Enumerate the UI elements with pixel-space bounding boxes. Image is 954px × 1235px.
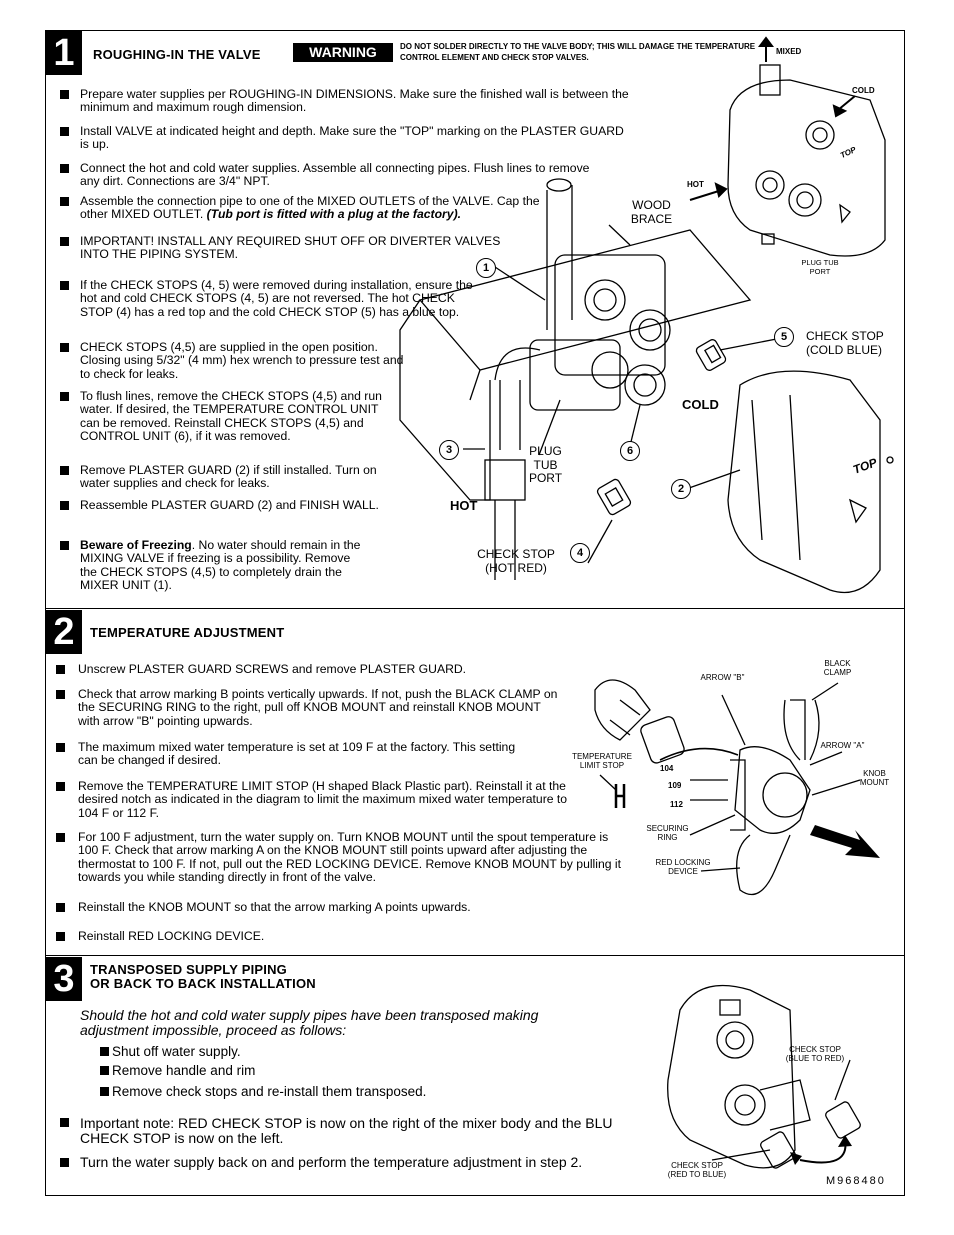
- callout-2: 2: [671, 479, 691, 499]
- s1-bullet-6: If the CHECK STOPS (4, 5) were removed d…: [60, 278, 490, 319]
- page-frame: [45, 30, 905, 1196]
- callout-4: 4: [570, 543, 590, 563]
- label-arrow-b: ARROW "B": [700, 673, 745, 682]
- label-wood-brace: WOOD BRACE: [630, 198, 673, 226]
- callout-1: 1: [476, 258, 496, 278]
- temperature-adjustment-diagram: [594, 679, 880, 896]
- s2-bullet-7: Reinstall RED LOCKING DEVICE.: [56, 929, 378, 943]
- valve-rough-in-diagram: [399, 36, 894, 594]
- s2-bullet-3: The maximum mixed water temperature is s…: [56, 740, 518, 768]
- s2-bullet-6: Reinstall the KNOB MOUNT so that the arr…: [56, 900, 578, 914]
- callout-5: 5: [774, 327, 794, 347]
- label-securing-ring: SECURING RING: [646, 824, 689, 842]
- label-check-stop-red-to-blue: CHECK STOP (RED TO BLUE): [667, 1161, 727, 1179]
- s1-bullet-10: Reassemble PLASTER GUARD (2) and FINISH …: [60, 498, 380, 512]
- wood-brace-top: [418, 229, 752, 371]
- s1-bullet-7: CHECK STOPS (4,5) are supplied in the op…: [60, 340, 410, 381]
- label-plug-tub-port: PLUG TUB PORT: [528, 444, 563, 485]
- label-check-stop-blue-to-red: CHECK STOP (BLUE TO RED): [785, 1045, 845, 1063]
- label-check-stop-hot: CHECK STOP (HOT RED): [477, 547, 555, 575]
- s3-step-3: Remove check stops and re-install them t…: [100, 1084, 426, 1099]
- s1-bullet-4: Assemble the connection pipe to one of t…: [60, 194, 560, 222]
- s1-bullet-5: IMPORTANT! INSTALL ANY REQUIRED SHUT OFF…: [60, 234, 520, 262]
- callout-6: 6: [620, 441, 640, 461]
- callout-3: 3: [439, 440, 459, 460]
- warning-badge: WARNING: [293, 43, 393, 62]
- warning-text: DO NOT SOLDER DIRECTLY TO THE VALVE BODY…: [400, 42, 756, 62]
- s3-bullet-1-marker: [60, 1118, 69, 1127]
- document-id: M968480: [826, 1175, 886, 1187]
- step-number-3: 3: [46, 957, 82, 1001]
- section-divider-2: [45, 955, 905, 956]
- label-hot-small: HOT: [687, 180, 704, 189]
- section-divider-1: [45, 608, 905, 609]
- mini-valve-drawing: [727, 79, 886, 257]
- s3-bullet-1: Important note: RED CHECK STOP is now on…: [80, 1116, 640, 1148]
- s2-bullet-2: Check that arrow marking B points vertic…: [56, 687, 558, 728]
- s1-bullet-1: Prepare water supplies per ROUGHING-IN D…: [60, 87, 650, 115]
- label-check-stop-cold: CHECK STOP (COLD BLUE): [806, 329, 884, 357]
- label-black-clamp: BLACK CLAMP: [823, 659, 852, 677]
- step-number-2: 2: [46, 610, 82, 654]
- transposed-piping-diagram: [667, 984, 861, 1169]
- label-knob-mount: KNOB MOUNT: [859, 769, 890, 787]
- notch-112: 112: [670, 800, 683, 809]
- section1-title: ROUGHING-IN THE VALVE: [93, 47, 261, 62]
- label-cold: COLD: [682, 397, 719, 412]
- label-arrow-a: ARROW "A": [820, 741, 865, 750]
- label-hot: HOT: [450, 498, 478, 513]
- label-cold-small: COLD: [852, 86, 875, 95]
- label-mixed: MIXED: [776, 47, 802, 56]
- s2-bullet-4: Remove the TEMPERATURE LIMIT STOP (H sha…: [56, 779, 570, 820]
- s2-bullet-5: For 100 F adjustment, turn the water sup…: [56, 830, 623, 885]
- s1-bullet-8: To flush lines, remove the CHECK STOPS (…: [60, 389, 385, 444]
- label-temperature-limit-stop: TEMPERATURE LIMIT STOP: [572, 752, 632, 770]
- step-number-1: 1: [46, 31, 82, 75]
- wood-brace-front: [399, 299, 491, 501]
- s3-step-2: Remove handle and rim: [100, 1063, 255, 1078]
- section3-title: TRANSPOSED SUPPLY PIPING OR BACK TO BACK…: [90, 962, 316, 991]
- s1-bullet-freezing: Beware of Freezing. No water should rema…: [60, 538, 370, 593]
- s3-intro: Should the hot and cold water supply pip…: [80, 1007, 539, 1038]
- section2-title: TEMPERATURE ADJUSTMENT: [90, 625, 285, 640]
- s1-bullet-2: Install VALVE at indicated height and de…: [60, 124, 630, 152]
- plaster-guard-drawing: [727, 370, 881, 594]
- label-red-locking-device: RED LOCKING DEVICE: [655, 858, 711, 876]
- s2-bullet-1: Unscrew PLASTER GUARD SCREWS and remove …: [56, 662, 528, 676]
- s3-step-1: Shut off water supply.: [100, 1044, 241, 1059]
- s3-bullet-2-marker: [60, 1158, 69, 1167]
- s1-bullet-9: Remove PLASTER GUARD (2) if still instal…: [60, 463, 380, 491]
- check-stop-hot-drawing: [596, 478, 632, 516]
- notch-104: 104: [660, 764, 674, 773]
- notch-109: 109: [668, 781, 682, 790]
- s1-bullet-3: Connect the hot and cold water supplies.…: [60, 161, 600, 189]
- label-plug-tub-port-small: PLUG TUB PORT: [801, 258, 839, 276]
